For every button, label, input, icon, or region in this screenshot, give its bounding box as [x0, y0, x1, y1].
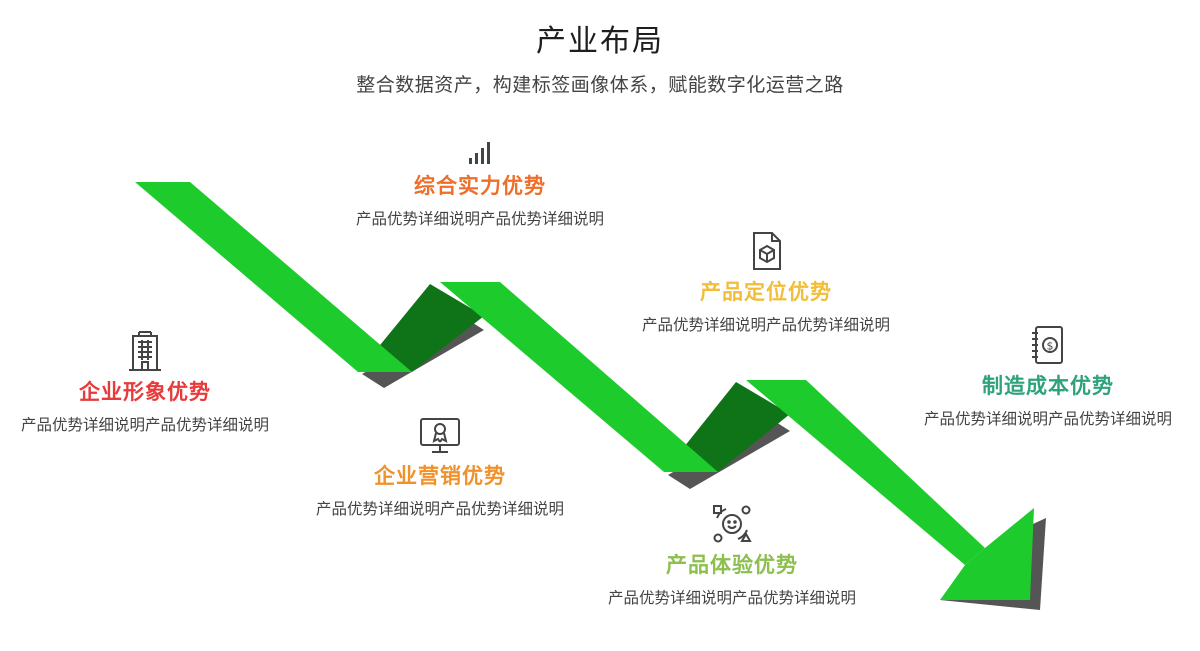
- feature-description: 产品优势详细说明产品优势详细说明: [315, 500, 564, 518]
- bar-chart-icon: [469, 142, 490, 164]
- page-title: 产业布局: [536, 24, 664, 59]
- feature-description: 产品优势详细说明产品优势详细说明: [641, 316, 890, 334]
- feature-heading: 企业形象优势: [79, 380, 211, 404]
- feature-item-cost: $ 制造成本优势 产品优势详细说明产品优势详细说明: [908, 324, 1188, 432]
- feature-description: 产品优势详细说明产品优势详细说明: [607, 589, 856, 607]
- feature-item-brand-image: 企业形象优势 产品优势详细说明产品优势详细说明: [5, 330, 285, 438]
- building-icon: [129, 331, 161, 371]
- feature-heading: 产品体验优势: [666, 553, 798, 577]
- feature-description: 产品优势详细说明产品优势详细说明: [20, 416, 269, 434]
- feature-description: 产品优势详细说明产品优势详细说明: [355, 210, 604, 228]
- feature-item-marketing: 企业营销优势 产品优势详细说明产品优势详细说明: [300, 416, 580, 522]
- svg-text:$: $: [1047, 340, 1054, 353]
- feature-heading: 制造成本优势: [982, 374, 1114, 398]
- arrow-segment-1: [135, 182, 412, 372]
- feature-heading: 综合实力优势: [414, 174, 546, 198]
- feature-heading: 企业营销优势: [374, 464, 506, 488]
- smiley-cycle-icon: [713, 505, 752, 543]
- arrow-segment-3: [746, 380, 985, 565]
- dollar-notebook-icon: $: [1032, 326, 1063, 364]
- arrow-segment-2: [440, 282, 718, 472]
- arrow-fold-1: [358, 284, 484, 372]
- arrow-fold-2: [664, 382, 790, 472]
- feature-item-positioning: 产品定位优势 产品优势详细说明产品优势详细说明: [626, 230, 906, 338]
- page-subtitle: 整合数据资产，构建标签画像体系，赋能数字化运营之路: [356, 74, 844, 96]
- feature-heading: 产品定位优势: [700, 280, 832, 304]
- feature-description: 产品优势详细说明产品优势详细说明: [923, 410, 1172, 428]
- document-box-icon: [753, 232, 781, 270]
- monitor-award-icon: [420, 418, 460, 453]
- feature-item-experience: 产品体验优势 产品优势详细说明产品优势详细说明: [592, 503, 872, 611]
- feature-item-overall-strength: 综合实力优势 产品优势详细说明产品优势详细说明: [340, 140, 620, 232]
- arrow-head: [940, 508, 1034, 600]
